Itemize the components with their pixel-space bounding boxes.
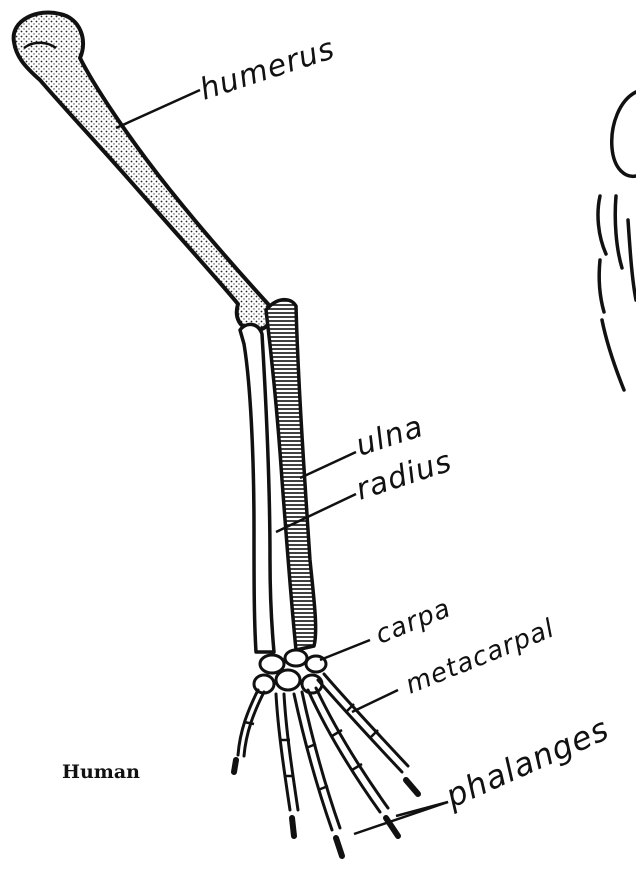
humerus-leader [116,90,200,128]
humerus-label: humerus [196,31,340,107]
carpal-leader [320,640,370,660]
phalanges-label: phalanges [439,710,615,816]
partial-skeleton-right [598,92,636,390]
ulna-leader [300,452,356,478]
phalanges-leader-2 [354,802,448,834]
carpal-bones [254,650,326,693]
hand-digits [234,674,418,856]
digit-2 [276,694,290,810]
humerus-bone [14,12,272,330]
carpal-label: carpa [371,593,455,650]
digit-5-tip [406,780,418,794]
digit-3-tip [336,838,342,856]
metacarpal-leader [352,690,398,712]
digit-3 [294,694,332,830]
digit-1-tip [234,760,236,772]
ulna-bone [240,324,274,652]
digit-2-tip [292,818,294,836]
figure-caption: Human [62,761,140,783]
